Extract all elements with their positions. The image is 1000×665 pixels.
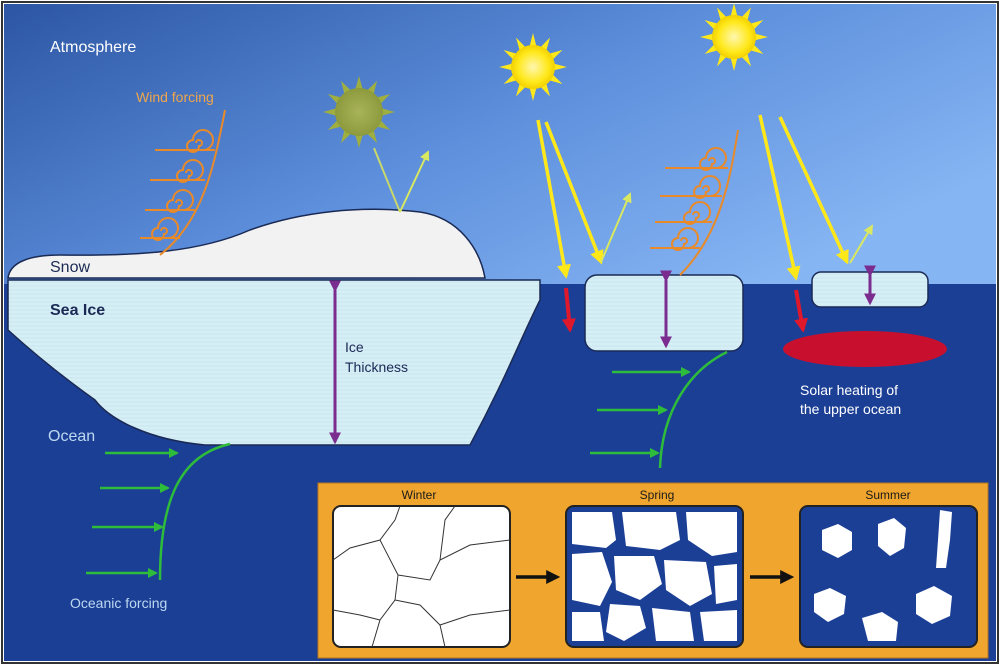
sun-ray — [700, 33, 715, 41]
middle-ice-floe — [584, 274, 744, 352]
sun-ray — [354, 76, 364, 91]
snow-label: Snow — [50, 259, 90, 276]
oceanic-forcing-icon — [590, 350, 728, 469]
season-label-winter: Winter — [402, 488, 437, 502]
ocean-label: Ocean — [48, 428, 95, 445]
solar-heating-label-line1: Solar heating of — [800, 382, 898, 398]
seasonal-inset: Winter Spring Summer — [317, 482, 989, 659]
sun-ray — [529, 33, 537, 48]
reflected-ray-arrow — [849, 224, 874, 264]
sun-ray — [730, 56, 738, 71]
oceanic-forcing-label: Oceanic forcing — [70, 595, 167, 611]
wind-forcing-icon — [650, 129, 739, 276]
atmosphere-label: Atmosphere — [50, 39, 136, 56]
sun-ray — [529, 86, 537, 101]
absorbed-ray-arrow — [561, 287, 576, 333]
solar-heating-label-line2: the upper ocean — [800, 401, 901, 417]
sun-ray — [730, 3, 738, 18]
ice-thickness-label-line1: Ice — [345, 339, 364, 355]
faded-sun-icon — [323, 76, 395, 148]
wind-forcing-label: Wind forcing — [136, 89, 214, 105]
sun-icon — [499, 33, 567, 101]
sun-ray — [354, 133, 364, 148]
solar-heating-patch — [783, 331, 947, 367]
reflected-ray-arrow — [600, 192, 632, 263]
sun-icon — [700, 3, 768, 71]
season-label-spring: Spring — [640, 488, 675, 502]
ice-thickness-label-line2: Thickness — [345, 359, 408, 375]
sea-ice-label: Sea Ice — [50, 302, 105, 319]
winter-panel — [332, 505, 511, 648]
spring-panel — [565, 505, 744, 648]
sunlight-ray-arrow — [544, 121, 604, 265]
sea-ice-floe — [7, 279, 541, 446]
snow-layer — [7, 208, 486, 279]
oceanic-forcing-icon — [86, 442, 231, 581]
sun-ray — [323, 107, 338, 117]
sun-ray — [753, 33, 768, 41]
sunlight-ray-arrow — [778, 116, 849, 265]
sun-ray — [380, 107, 395, 117]
reflected-ray-arrow — [399, 150, 430, 213]
sun-ray — [552, 63, 567, 71]
sunlight-ray-arrow — [536, 119, 571, 279]
sun-ray — [499, 63, 514, 71]
atmosphere-sky — [4, 4, 996, 286]
wind-forcing-icon — [140, 109, 226, 256]
season-label-summer: Summer — [865, 488, 910, 502]
sunlight-ray-arrow — [758, 114, 801, 281]
absorbed-ray-arrow — [794, 289, 808, 333]
summer-panel — [799, 505, 978, 648]
